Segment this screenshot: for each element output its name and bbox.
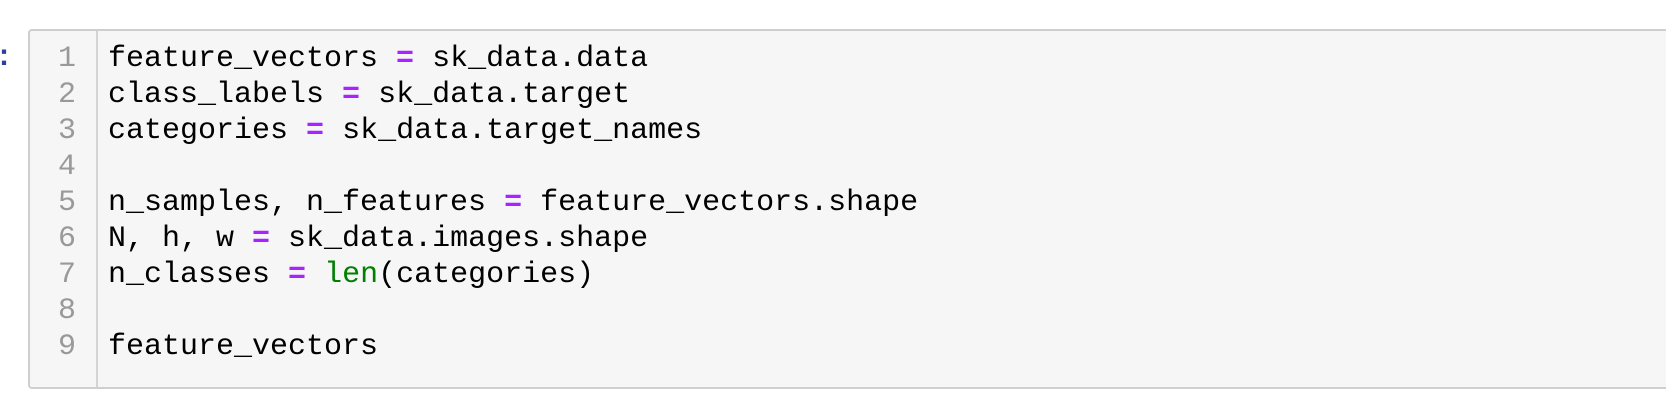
code-token-op: =: [288, 258, 307, 292]
code-line: feature_vectors: [108, 329, 1666, 365]
code-token-plain: class_labels: [108, 78, 343, 112]
line-number: 1: [57, 42, 76, 76]
line-number: 7: [57, 258, 76, 292]
line-number: 6: [57, 222, 76, 256]
code-token-plain: feature_vectors: [108, 42, 397, 76]
line-number: 8: [57, 294, 76, 328]
code-token-plain: N, h, w: [108, 222, 253, 256]
code-token-plain: categories: [108, 114, 307, 148]
code-token-op: =: [342, 78, 361, 112]
code-line: n_samples, n_features = feature_vectors.…: [108, 185, 1666, 221]
code-token-op: =: [504, 186, 523, 220]
code-token-plain: sk_data.images.shape: [270, 222, 649, 256]
code-token-op: =: [252, 222, 271, 256]
line-number: 9: [57, 330, 76, 364]
code-token-plain: (categories): [378, 258, 595, 292]
execution-prompt-fragment: :: [0, 40, 13, 76]
code-token-plain: feature_vectors.shape: [522, 186, 919, 220]
code-token-plain: n_samples, n_features: [108, 186, 505, 220]
line-number: 3: [57, 114, 76, 148]
line-number: 4: [57, 150, 76, 184]
code-token-plain: sk_data.target: [360, 78, 631, 112]
code-token-op: =: [396, 42, 415, 76]
code-line: [108, 149, 1666, 185]
code-line: categories = sk_data.target_names: [108, 113, 1666, 149]
code-token-plain: n_classes: [108, 258, 289, 292]
code-token-plain: sk_data.data: [414, 42, 649, 76]
code-token-op: =: [306, 114, 325, 148]
code-line: class_labels = sk_data.target: [108, 77, 1666, 113]
code-token-plain: sk_data.target_names: [324, 114, 703, 148]
code-token-plain: feature_vectors: [108, 330, 379, 364]
code-line: n_classes = len(categories): [108, 257, 1666, 293]
line-number: 2: [57, 78, 76, 112]
code-line: N, h, w = sk_data.images.shape: [108, 221, 1666, 257]
code-line: [108, 293, 1666, 329]
code-line: feature_vectors = sk_data.data: [108, 41, 1666, 77]
code-token-builtin: len: [324, 258, 379, 292]
line-number: 5: [57, 186, 76, 220]
code-token-plain: [306, 258, 324, 292]
